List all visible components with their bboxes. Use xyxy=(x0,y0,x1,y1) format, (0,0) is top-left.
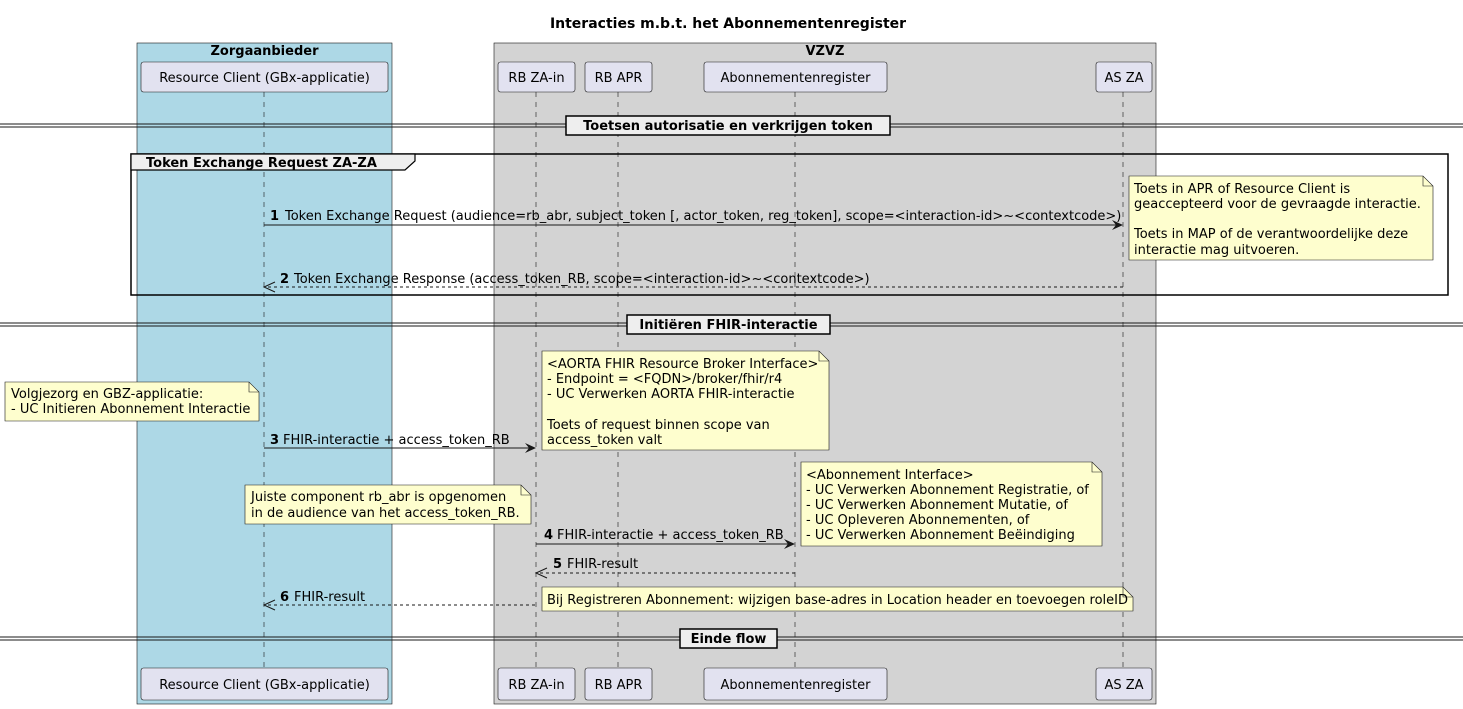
participant-rb-apr-bottom: RB APR xyxy=(584,667,653,701)
participant-label: Abonnementenregister xyxy=(721,678,872,693)
message-4: 4 FHIR-interactie + access_token_RB xyxy=(536,528,795,549)
message-text: Token Exchange Request (audience=rb_abr,… xyxy=(284,209,1121,224)
note-line: - UC Initieren Abonnement Interactie xyxy=(11,402,250,417)
box-zorgaanbieder: Zorgaanbieder xyxy=(136,42,393,705)
note-line: in de audience van het access_token_RB. xyxy=(251,506,520,521)
note-line: interactie mag uitvoeren. xyxy=(1134,243,1299,258)
note-line: Volgjezorg en GBZ-applicatie: xyxy=(11,387,203,402)
note-line: <AORTA FHIR Resource Broker Interface> xyxy=(547,357,818,372)
note-line: - UC Verwerken AORTA FHIR-interactie xyxy=(547,387,795,402)
note-line: Bij Registreren Abonnement: wijzigen bas… xyxy=(547,593,1128,608)
note-line: Toets in APR of Resource Client is xyxy=(1133,182,1350,197)
message-text: Token Exchange Response (access_token_RB… xyxy=(293,272,870,287)
message-3: 3 FHIR-interactie + access_token_RB xyxy=(264,433,536,453)
note-abonnement-interface: <Abonnement Interface> - UC Verwerken Ab… xyxy=(800,461,1103,547)
participant-rb-za-in-bottom: RB ZA-in xyxy=(497,667,576,701)
participant-label: RB APR xyxy=(595,678,643,693)
message-text: FHIR-result xyxy=(567,557,638,572)
participant-as-za-top: AS ZA xyxy=(1095,61,1153,93)
divider-einde-flow: Einde flow xyxy=(0,628,1463,649)
divider-label: Einde flow xyxy=(691,632,767,647)
message-5: 5 FHIR-result xyxy=(534,557,795,579)
participant-label: RB ZA-in xyxy=(508,678,564,693)
participant-label: Abonnementenregister xyxy=(721,71,872,86)
note-line: access_token valt xyxy=(547,433,662,448)
participant-label: Resource Client (GBx-applicatie) xyxy=(159,678,370,693)
message-6: 6 FHIR-result xyxy=(262,590,536,611)
message-number: 6 xyxy=(280,590,289,605)
note-line: - UC Verwerken Abonnement Mutatie, of xyxy=(806,498,1068,513)
note-line: Juiste component rb_abr is opgenomen xyxy=(250,490,506,505)
note-line: - Endpoint = <FQDN>/broker/fhir/r4 xyxy=(547,372,782,387)
participant-label: AS ZA xyxy=(1104,71,1143,86)
message-number: 1 xyxy=(270,209,279,224)
diagram-title: Interacties m.b.t. het Abonnementenregis… xyxy=(550,16,906,32)
message-1: 1 Token Exchange Request (audience=rb_ab… xyxy=(264,209,1123,230)
message-number: 2 xyxy=(280,272,289,287)
message-2: 2 Token Exchange Response (access_token_… xyxy=(262,272,1123,293)
message-number: 3 xyxy=(270,433,279,448)
box-vzvz-label: VZVZ xyxy=(806,44,845,59)
participant-abonnementenregister-top: Abonnementenregister xyxy=(703,61,888,93)
note-volgjezorg: Volgjezorg en GBZ-applicatie: - UC Initi… xyxy=(4,381,260,422)
participant-label: Resource Client (GBx-applicatie) xyxy=(159,71,370,86)
note-aorta-fhir-interface: <AORTA FHIR Resource Broker Interface> -… xyxy=(541,350,830,451)
group-token-exchange: Token Exchange Request ZA-ZA xyxy=(130,153,1449,296)
participant-resource-client-top: Resource Client (GBx-applicatie) xyxy=(140,61,389,93)
divider-toetsen-autorisatie: Toetsen autorisatie en verkrijgen token xyxy=(0,115,1463,136)
note-toets-apr-map: Toets in APR of Resource Client is geacc… xyxy=(1128,175,1434,261)
note-line: - UC Opleveren Abonnementen, of xyxy=(806,513,1030,528)
note-line: - UC Verwerken Abonnement Beëindiging xyxy=(806,528,1075,543)
box-zorgaanbieder-label: Zorgaanbieder xyxy=(211,44,320,59)
participant-label: AS ZA xyxy=(1104,678,1143,693)
note-bij-registreren: Bij Registreren Abonnement: wijzigen bas… xyxy=(541,586,1134,612)
group-label: Token Exchange Request ZA-ZA xyxy=(146,156,377,171)
note-line: <Abonnement Interface> xyxy=(806,468,974,483)
participant-abonnementenregister-bottom: Abonnementenregister xyxy=(703,667,888,701)
participant-rb-apr-top: RB APR xyxy=(584,61,653,93)
message-number: 5 xyxy=(553,557,562,572)
message-text: FHIR-interactie + access_token_RB xyxy=(557,528,784,543)
message-number: 4 xyxy=(544,528,553,543)
note-line: Toets of request binnen scope van xyxy=(546,418,770,433)
participant-rb-za-in-top: RB ZA-in xyxy=(497,61,576,93)
divider-label: Initiëren FHIR-interactie xyxy=(639,318,817,333)
participant-resource-client-bottom: Resource Client (GBx-applicatie) xyxy=(140,667,389,701)
divider-initieren-fhir: Initiëren FHIR-interactie xyxy=(0,314,1463,335)
note-line: geaccepteerd voor de gevraagde interacti… xyxy=(1134,197,1421,212)
note-juiste-component: Juiste component rb_abr is opgenomen in … xyxy=(244,484,532,525)
divider-label: Toetsen autorisatie en verkrijgen token xyxy=(583,119,873,134)
message-text: FHIR-interactie + access_token_RB xyxy=(283,433,510,448)
note-line: Toets in MAP of de verantwoordelijke dez… xyxy=(1133,227,1408,242)
participant-label: RB APR xyxy=(595,71,643,86)
participant-label: RB ZA-in xyxy=(508,71,564,86)
participant-as-za-bottom: AS ZA xyxy=(1095,667,1153,701)
message-text: FHIR-result xyxy=(294,590,365,605)
note-line: - UC Verwerken Abonnement Registratie, o… xyxy=(806,483,1089,498)
